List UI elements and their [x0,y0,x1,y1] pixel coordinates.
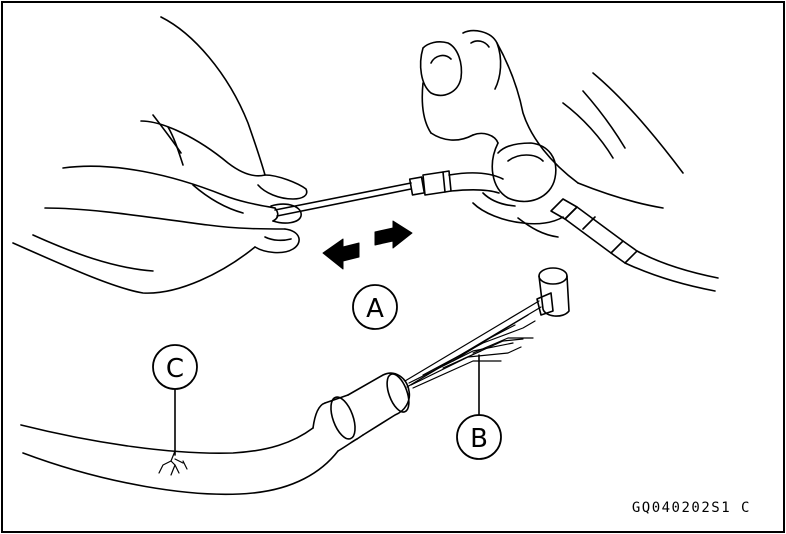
outer-cable-housing [20,372,411,496]
cable-adjuster [550,198,719,292]
callout-a: A [352,284,398,330]
left-hand [12,16,308,294]
callout-a-label: A [366,294,384,324]
callout-c: C [152,344,198,456]
housing-crack [158,450,188,476]
right-hand [419,29,684,238]
double-arrow-icon [322,220,413,270]
cable-end-nipple [536,267,570,317]
inner-cable [274,170,504,217]
callout-c-label: C [166,354,184,384]
frayed-inner-wire [404,300,542,389]
callout-b: B [456,354,502,460]
figure-code: GQ040202S1 C [632,500,751,516]
callout-b-label: B [470,424,488,454]
